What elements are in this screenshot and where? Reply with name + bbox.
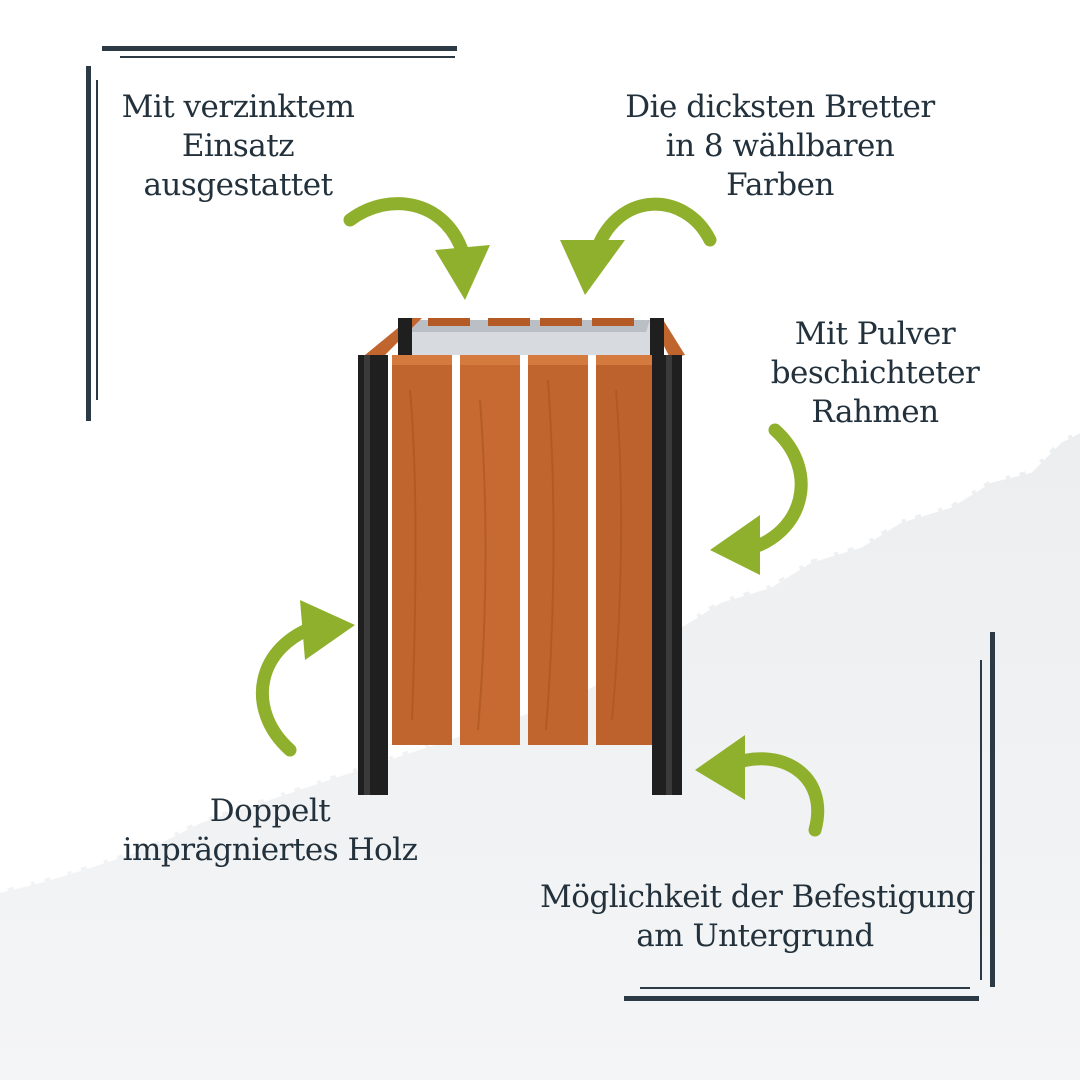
annotation-line: Mit verzinktem xyxy=(121,89,355,125)
annotation-galvanized-insert: Mit verzinktem Einsatz ausgestattet xyxy=(118,88,358,205)
annotation-line: imprägniertes Holz xyxy=(122,832,418,868)
annotation-powder-coated-frame: Mit Pulver beschichteter Rahmen xyxy=(760,315,990,432)
annotation-line: Farben xyxy=(726,167,834,203)
annotation-line: in 8 wählbaren xyxy=(665,128,895,164)
curved-arrow-icon xyxy=(255,600,355,757)
annotation-line: Möglichkeit der Befestigung xyxy=(540,879,975,915)
annotation-line: Einsatz xyxy=(181,128,295,164)
annotation-line: Die dicksten Bretter xyxy=(625,89,935,125)
curved-arrow-icon xyxy=(710,423,808,575)
frame-top-left xyxy=(86,46,457,421)
product-image xyxy=(358,318,685,795)
annotation-line: ausgestattet xyxy=(143,167,333,203)
annotation-line: Rahmen xyxy=(811,394,939,430)
annotation-line: beschichteter xyxy=(770,355,980,391)
torn-paper xyxy=(0,430,1080,1080)
annotation-line: am Untergrund xyxy=(636,918,874,954)
annotation-impregnated-wood: Doppelt imprägniertes Holz xyxy=(120,792,420,870)
annotation-line: Doppelt xyxy=(209,793,331,829)
curved-arrow-icon xyxy=(343,197,490,300)
curved-arrow-icon xyxy=(560,197,717,295)
wood-slats xyxy=(392,355,652,745)
annotation-thick-boards: Die dicksten Bretter in 8 wählbaren Farb… xyxy=(620,88,940,205)
curved-arrow-icon xyxy=(695,735,825,837)
frame-bottom-right xyxy=(624,632,995,1001)
annotation-line: Mit Pulver xyxy=(794,316,956,352)
annotation-ground-mounting: Möglichkeit der Befestigung am Untergrun… xyxy=(540,878,975,956)
